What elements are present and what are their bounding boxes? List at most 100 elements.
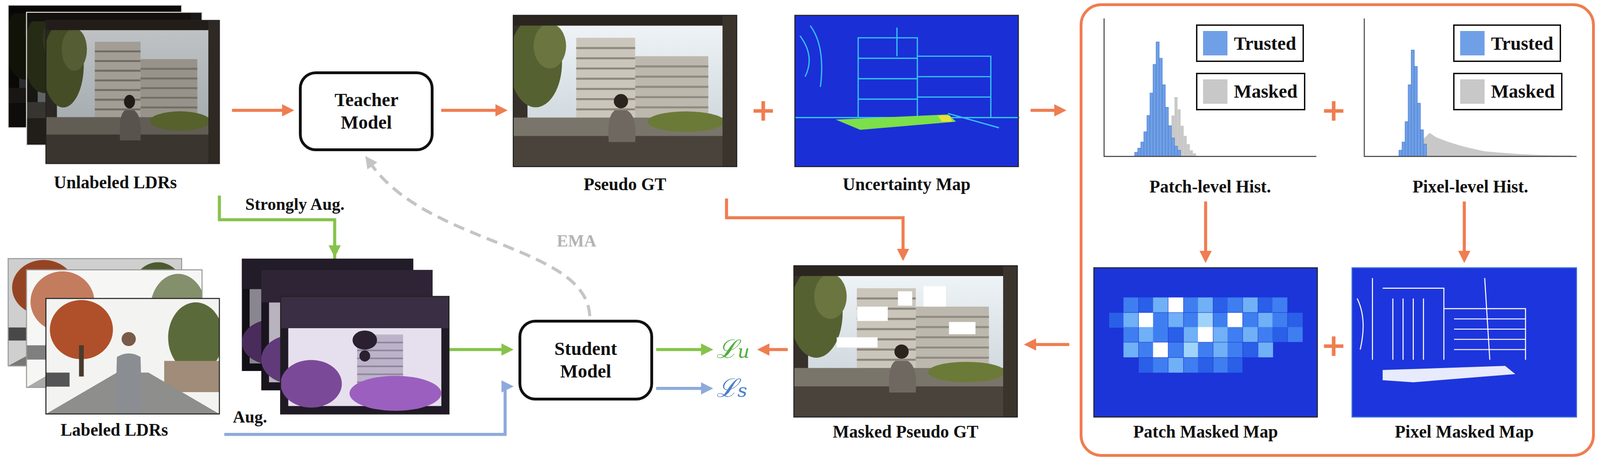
patch-histogram-part	[1171, 97, 1197, 157]
pseudo-gt-image	[509, 15, 737, 167]
patch-histogram-part-part	[1165, 107, 1169, 157]
patch-masked-map-image-part-part	[1272, 297, 1288, 313]
pixel-histogram-part-part	[1420, 129, 1424, 157]
legend-swatch	[1460, 79, 1485, 104]
labeled-ldr-images-part	[45, 298, 220, 414]
masked-pseudo-gt-image	[789, 265, 1018, 417]
plus-sign: +	[1320, 329, 1347, 361]
loss-arrows-part	[655, 347, 704, 351]
loss-arrows-part	[700, 342, 714, 356]
caption: Uncertainty Map	[842, 174, 971, 195]
patch-masked-map-image-part-part	[1242, 312, 1258, 328]
legend-box: Masked	[1453, 72, 1563, 111]
masked-pseudo-gt-image-part	[793, 265, 1018, 417]
patch-masked-map-image-part-part	[1227, 327, 1243, 343]
pixel-histogram-part-part	[1408, 84, 1412, 157]
patch-histogram-part-part	[1168, 125, 1172, 157]
masked-pseudo-gt-image-part	[949, 321, 976, 335]
patch-masked-map-image-part-part	[1168, 312, 1184, 328]
unlabeled-ldr-images-part	[45, 20, 220, 164]
patch-masked-map-image-part-part	[1197, 297, 1213, 313]
pixel-histogram-part-part	[1414, 66, 1418, 157]
masked-pseudo-gt-image-part	[857, 306, 888, 321]
patch-masked-map-image-part-part	[1138, 327, 1154, 343]
image-node: Uncertainty Map	[794, 15, 1019, 196]
patch-masked-map-image-part-part	[1168, 327, 1184, 343]
pixel-masked-map-image-part	[1382, 365, 1516, 382]
connector-line	[1462, 201, 1467, 253]
patch-histogram-part-part	[1177, 150, 1181, 157]
patch-masked-map-image-part-part	[1227, 312, 1243, 328]
legend-text: Trusted	[1234, 32, 1297, 55]
patch-masked-map-image-part-part	[1183, 342, 1199, 358]
connector	[231, 104, 295, 117]
arrow-head	[1054, 104, 1067, 117]
pixel-masked-map-image-part	[1352, 267, 1577, 417]
pixel-masked-map-image-part	[1352, 267, 1577, 417]
patch-masked-map-image-part-part	[1257, 312, 1273, 328]
patch-masked-map-image-part-part	[1109, 312, 1125, 328]
patch-histogram-part-part	[1156, 41, 1160, 157]
pseudo-gt-image-part	[509, 15, 737, 167]
patch-masked-map-image-part-part	[1168, 297, 1184, 313]
caption: Labeled LDRs	[60, 419, 168, 441]
patch-histogram-part-part	[1189, 150, 1194, 157]
edge-label: Strongly Aug.	[243, 194, 347, 214]
loss-symbol: ℒu	[716, 334, 750, 365]
edge-label: Aug.	[230, 407, 269, 427]
patch-masked-map-image-part	[1093, 267, 1318, 417]
patch-masked-map-image-part	[1093, 267, 1318, 417]
arrow-head	[897, 248, 910, 261]
patch-histogram-part-part	[1143, 131, 1148, 157]
caption: Pixel-level Hist.	[1412, 176, 1529, 198]
patch-masked-map-image-part-part	[1152, 327, 1168, 343]
pixel-histogram-part	[1423, 132, 1572, 157]
patch-masked-map-image-part-part	[1213, 297, 1229, 313]
image-node: Masked Pseudo GT	[793, 265, 1018, 443]
patch-masked-map-image-part-part	[1213, 357, 1229, 373]
pixel-histogram-part-part	[1417, 103, 1421, 157]
connector	[1030, 104, 1067, 117]
patch-histogram-part-part	[1174, 97, 1178, 157]
plus-sign: +	[1320, 94, 1347, 126]
patch-masked-map-image-part-part	[1138, 357, 1154, 373]
masked-pseudo-gt-image-part	[836, 336, 878, 348]
connector	[726, 198, 909, 261]
model-box: Teacher Model	[298, 71, 434, 152]
augmented-images-part	[280, 296, 450, 414]
connector	[1458, 201, 1471, 263]
patch-masked-map-image-part-part	[1152, 297, 1168, 313]
caption: Patch Masked Map	[1133, 421, 1278, 442]
patch-masked-map-image-part-part	[1183, 297, 1199, 313]
caption: Pseudo GT	[583, 174, 667, 195]
patch-masked-map-image-part-part	[1183, 357, 1199, 373]
augmented-images-part	[328, 244, 341, 258]
caption: Unlabeled LDRs	[53, 172, 177, 193]
patch-histogram-part-part	[1152, 64, 1157, 157]
arrow-head	[501, 343, 514, 356]
legend-swatch	[1203, 79, 1228, 104]
patch-histogram-part	[1104, 18, 1317, 157]
patch-masked-map-image-part-part	[1168, 357, 1184, 373]
loss-arrows-part	[757, 342, 770, 356]
connector-line	[441, 108, 498, 113]
uncertainty-map-image-part	[794, 15, 1019, 167]
unlabeled-ldr-images-part	[42, 20, 220, 164]
patch-histogram-part-part	[1171, 137, 1175, 157]
patch-masked-map-image-part-part	[1213, 312, 1229, 328]
patch-histogram-part-part	[1162, 84, 1166, 157]
arrow-head	[1023, 338, 1037, 351]
pixel-masked-map-image-part	[1356, 277, 1526, 360]
patch-masked-map-image-part-part	[1183, 327, 1199, 343]
connector	[441, 104, 508, 117]
patch-masked-map-image-part-part	[1242, 297, 1258, 313]
patch-masked-map-image-part-part	[1227, 297, 1243, 313]
pixel-histogram	[1364, 18, 1577, 157]
arrow-head	[365, 155, 378, 170]
pixel-histogram-part	[1364, 18, 1577, 157]
unlabeled-ldr-images	[5, 5, 220, 164]
masked-pseudo-gt-image-part	[898, 290, 913, 305]
patch-histogram-part-part	[1174, 145, 1178, 157]
patch-masked-map-image-part-part	[1152, 342, 1168, 358]
